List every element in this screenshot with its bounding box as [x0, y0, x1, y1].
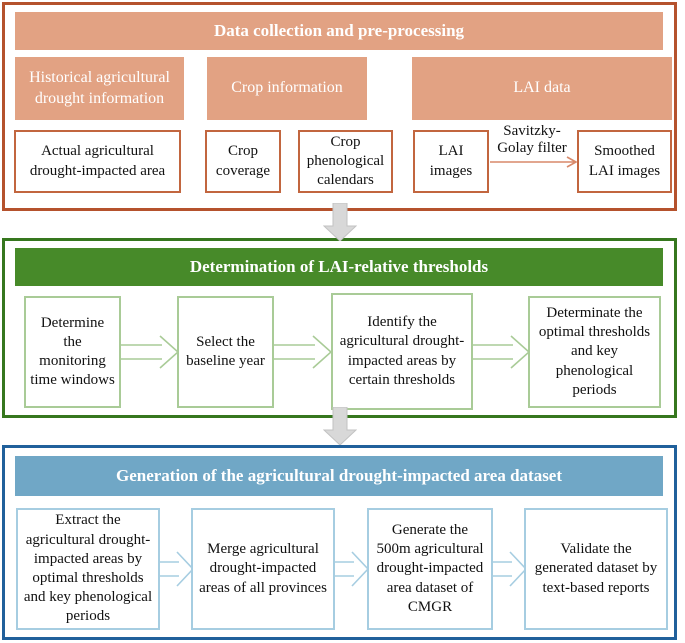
section-lai-thresholds: Determination of LAI-relative thresholds… — [2, 238, 677, 418]
box-lai-images: LAI images — [413, 130, 489, 193]
savitzky-golay-filter-label: Savitzky- Golay filter — [497, 123, 567, 157]
step-extract-impacted-areas: Extract the agricultural drought-impacte… — [16, 508, 160, 630]
right-arrow-icon — [274, 335, 332, 369]
step-determine-monitoring-windows: Determine the monitoring time windows — [24, 296, 121, 408]
right-arrow-icon — [491, 551, 527, 587]
step-identify-impacted-areas: Identify the agricultural drought-impact… — [331, 293, 473, 410]
savitzky-filter-arrow-icon — [490, 156, 578, 168]
step-validate-dataset: Validate the generated dataset by text-b… — [524, 508, 668, 630]
section-dataset-generation: Generation of the agricultural drought-i… — [2, 445, 677, 640]
section2-title: Determination of LAI-relative thresholds — [15, 248, 663, 286]
step-select-baseline-year: Select the baseline year — [177, 296, 274, 408]
down-arrow-icon — [323, 203, 357, 241]
subheader-historical-drought-info: Historical agricultural drought informat… — [15, 57, 184, 120]
box-crop-coverage: Crop coverage — [205, 130, 281, 193]
subheader-crop-information: Crop information — [207, 57, 367, 120]
right-arrow-icon — [333, 551, 369, 587]
section1-title: Data collection and pre-processing — [15, 12, 663, 50]
box-crop-phenological-calendars: Crop phenological calendars — [298, 130, 393, 193]
step-merge-provinces: Merge agricultural drought-impacted area… — [191, 508, 335, 630]
right-arrow-icon — [121, 335, 179, 369]
box-actual-drought-impacted-area: Actual agricultural drought-impacted are… — [14, 130, 181, 193]
subheader-lai-data: LAI data — [412, 57, 672, 120]
down-arrow-icon — [323, 407, 357, 445]
section3-title: Generation of the agricultural drought-i… — [15, 456, 663, 496]
section-data-collection: Data collection and pre-processing Histo… — [2, 2, 677, 211]
right-arrow-icon — [158, 551, 194, 587]
step-generate-500m-dataset: Generate the 500m agricultural drought-i… — [367, 508, 493, 630]
step-determinate-optimal-thresholds: Determinate the optimal thresholds and k… — [528, 296, 661, 408]
box-smoothed-lai-images: Smoothed LAI images — [577, 130, 672, 193]
right-arrow-icon — [472, 335, 530, 369]
